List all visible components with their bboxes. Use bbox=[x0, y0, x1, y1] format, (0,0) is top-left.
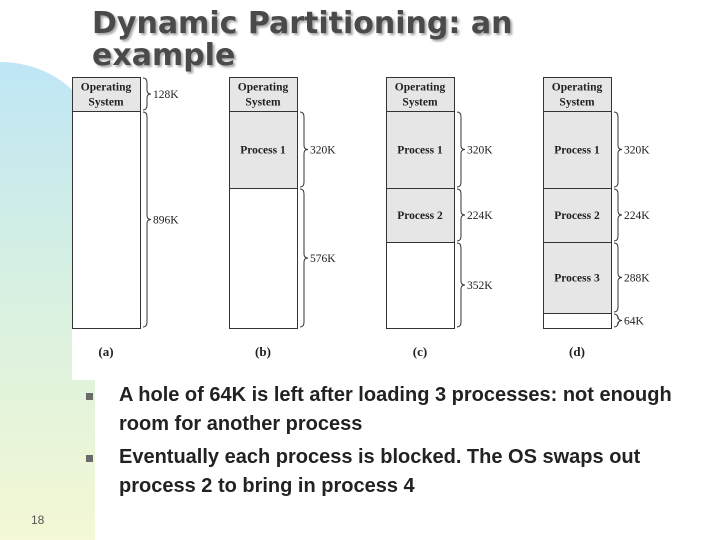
panel-label: (a) bbox=[98, 344, 113, 359]
size-brace bbox=[613, 242, 623, 313]
size-brace bbox=[456, 242, 466, 328]
partition-size-label: 576K bbox=[310, 253, 336, 265]
memory-block bbox=[386, 188, 455, 243]
block-label: Process 1 bbox=[397, 145, 443, 157]
memory-block bbox=[229, 188, 298, 329]
size-brace bbox=[613, 313, 623, 328]
partition-size-label: 320K bbox=[310, 145, 336, 157]
slide-title: Dynamic Partitioning: an example bbox=[92, 8, 512, 72]
partition-size-label: 128K bbox=[153, 89, 179, 101]
memory-block bbox=[386, 111, 455, 189]
bullet-marker-icon bbox=[86, 393, 93, 400]
memory-block bbox=[386, 242, 455, 329]
block-label: Process 1 bbox=[240, 145, 286, 157]
block-label: System bbox=[88, 97, 124, 109]
panel-label: (d) bbox=[569, 344, 585, 359]
size-brace bbox=[456, 111, 466, 188]
panel-label: (c) bbox=[413, 344, 427, 359]
partition-size-label: 224K bbox=[467, 210, 493, 222]
bullet-item: A hole of 64K is left after loading 3 pr… bbox=[86, 381, 706, 439]
partition-size-label: 320K bbox=[624, 145, 650, 157]
partition-size-label: 224K bbox=[624, 210, 650, 222]
memory-block bbox=[386, 77, 455, 112]
memory-block bbox=[543, 242, 612, 314]
partition-size-label: 288K bbox=[624, 273, 650, 285]
size-brace bbox=[299, 111, 309, 188]
block-label: Operating bbox=[395, 82, 446, 94]
size-brace bbox=[142, 111, 152, 328]
memory-block bbox=[229, 77, 298, 112]
partition-size-label: 896K bbox=[153, 215, 179, 227]
bullet-item: Eventually each process is blocked. The … bbox=[86, 443, 706, 501]
block-label: Operating bbox=[552, 82, 603, 94]
block-label: Operating bbox=[238, 82, 289, 94]
memory-block bbox=[72, 77, 141, 112]
bullet-list: A hole of 64K is left after loading 3 pr… bbox=[86, 381, 706, 505]
size-brace bbox=[613, 188, 623, 242]
slide-title-line-2: example bbox=[92, 38, 236, 73]
size-brace bbox=[613, 111, 623, 188]
memory-block bbox=[72, 111, 141, 329]
block-label: Process 2 bbox=[554, 210, 600, 222]
partition-size-label: 320K bbox=[467, 145, 493, 157]
memory-block bbox=[229, 111, 298, 189]
block-label: System bbox=[559, 97, 595, 109]
bullet-marker-icon bbox=[86, 455, 93, 462]
partition-size-label: 352K bbox=[467, 280, 493, 292]
page-number: 18 bbox=[31, 513, 45, 527]
block-label: Operating bbox=[81, 82, 132, 94]
block-label: System bbox=[245, 97, 281, 109]
size-brace bbox=[142, 77, 152, 111]
slide-title-line-1: Dynamic Partitioning: an bbox=[92, 6, 513, 41]
size-brace bbox=[299, 188, 309, 328]
block-label: Process 2 bbox=[397, 210, 443, 222]
panel-label: (b) bbox=[255, 344, 271, 359]
memory-block bbox=[543, 313, 612, 329]
bullet-text: A hole of 64K is left after loading 3 pr… bbox=[119, 384, 672, 435]
block-label: Process 3 bbox=[554, 273, 600, 285]
size-brace bbox=[456, 188, 466, 242]
partition-size-label: 64K bbox=[624, 316, 645, 328]
block-label: System bbox=[402, 97, 438, 109]
bullet-text: Eventually each process is blocked. The … bbox=[119, 446, 641, 497]
block-label: Process 1 bbox=[554, 145, 600, 157]
